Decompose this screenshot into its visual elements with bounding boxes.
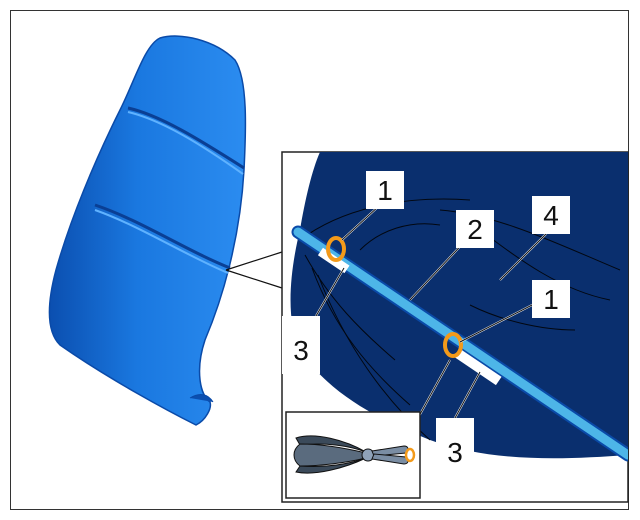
wire-rod bbox=[293, 227, 628, 460]
callout-1-lower: 1 bbox=[532, 280, 570, 318]
svg-text:3: 3 bbox=[293, 335, 309, 366]
seat-backrest-panel-icon bbox=[48, 35, 247, 426]
detail-inset: 1 2 4 1 3 3 bbox=[281, 151, 629, 503]
zoom-leader bbox=[225, 251, 283, 289]
clip-ring-upper bbox=[326, 236, 346, 262]
holder-strip-lower bbox=[454, 348, 502, 386]
callout-4: 4 bbox=[532, 196, 570, 234]
svg-text:1: 1 bbox=[543, 284, 559, 315]
svg-text:3: 3 bbox=[447, 437, 463, 468]
hog-ring-pliers-icon bbox=[293, 435, 416, 474]
tool-inset bbox=[285, 411, 421, 499]
callout-2: 2 bbox=[456, 210, 494, 248]
clip-ring-lower bbox=[443, 332, 463, 358]
svg-text:2: 2 bbox=[467, 214, 483, 245]
callout-3-upper: 3 bbox=[282, 316, 320, 374]
callout-1-upper: 1 bbox=[366, 171, 404, 209]
svg-text:4: 4 bbox=[543, 200, 559, 231]
callout-3-lower: 3 bbox=[436, 418, 474, 476]
svg-text:1: 1 bbox=[377, 175, 393, 206]
